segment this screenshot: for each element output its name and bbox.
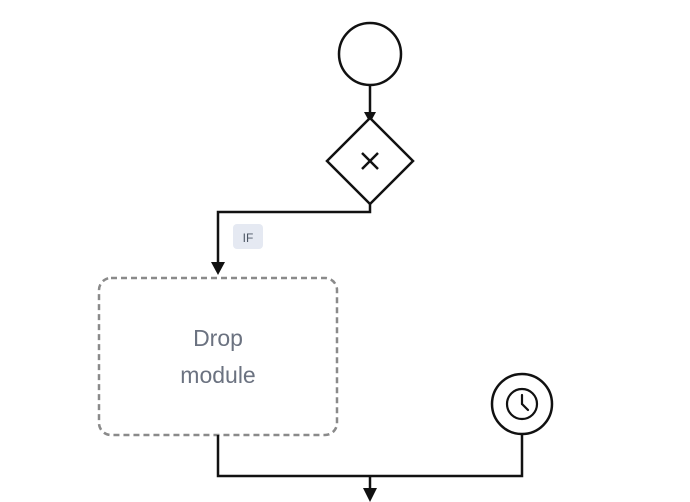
clock-icon: [505, 387, 539, 421]
drop-zone-label-line2: module: [180, 362, 255, 388]
connector-timer-merge: [370, 434, 524, 478]
drop-module-zone[interactable]: Drop module: [97, 276, 339, 437]
arrowhead-drop: [211, 262, 225, 275]
timer-event[interactable]: [490, 372, 554, 436]
x-icon: [361, 152, 379, 170]
exclusive-gateway[interactable]: [325, 116, 415, 206]
condition-badge[interactable]: IF: [233, 224, 263, 249]
start-event[interactable]: [337, 21, 403, 87]
drop-zone-label-line1: Drop: [193, 325, 243, 351]
connector-drop-merge: [216, 435, 370, 478]
arrowhead-merge: [363, 488, 377, 502]
connector-gateway-drop: [216, 204, 372, 264]
condition-label: IF: [243, 231, 254, 245]
